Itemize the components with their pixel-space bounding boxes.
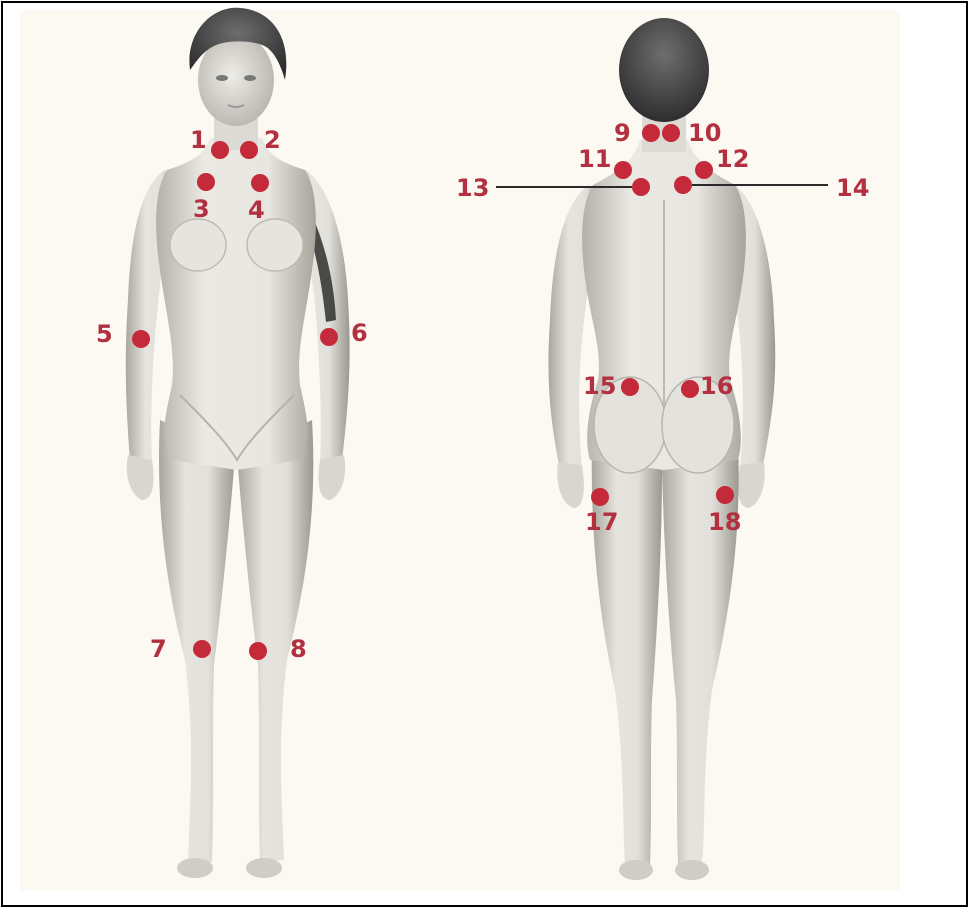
tender-point-label-15: 15: [583, 372, 616, 400]
tender-point-13: [632, 178, 650, 196]
tender-point-label-3: 3: [193, 195, 210, 223]
tender-point-12: [695, 161, 713, 179]
tender-point-label-10: 10: [688, 119, 721, 147]
back-head: [619, 18, 709, 122]
tender-point-17: [591, 488, 609, 506]
tender-point-1: [211, 141, 229, 159]
tender-point-2: [240, 141, 258, 159]
tender-point-label-2: 2: [264, 126, 281, 154]
tender-point-5: [132, 330, 150, 348]
front-right-foot: [246, 858, 282, 878]
tender-point-18: [716, 486, 734, 504]
tender-point-15: [621, 378, 639, 396]
back-right-foot: [675, 860, 709, 880]
tender-point-9: [642, 124, 660, 142]
front-left-breast: [170, 219, 226, 271]
tender-point-label-4: 4: [248, 196, 265, 224]
tender-point-label-12: 12: [716, 145, 749, 173]
tender-point-11: [614, 161, 632, 179]
tender-point-label-8: 8: [290, 635, 307, 663]
tender-point-label-16: 16: [700, 372, 733, 400]
back-left-foot: [619, 860, 653, 880]
tender-point-label-5: 5: [96, 320, 113, 348]
tender-point-10: [662, 124, 680, 142]
front-eye-right: [244, 75, 256, 81]
tender-point-14: [674, 176, 692, 194]
backdrop: [20, 10, 900, 890]
tender-point-7: [193, 640, 211, 658]
tender-point-6: [320, 328, 338, 346]
tender-point-label-6: 6: [351, 319, 368, 347]
tender-point-16: [681, 380, 699, 398]
front-torso: [156, 138, 316, 470]
front-right-breast: [247, 219, 303, 271]
tender-point-label-14: 14: [836, 174, 869, 202]
tender-point-label-9: 9: [614, 119, 631, 147]
tender-point-8: [249, 642, 267, 660]
tender-point-label-18: 18: [708, 508, 741, 536]
front-left-foot: [177, 858, 213, 878]
tender-point-label-7: 7: [150, 635, 167, 663]
tender-point-4: [251, 174, 269, 192]
tender-point-label-17: 17: [585, 508, 618, 536]
front-eye-left: [216, 75, 228, 81]
tender-point-label-1: 1: [190, 126, 207, 154]
tender-point-3: [197, 173, 215, 191]
tender-point-label-11: 11: [578, 145, 611, 173]
tender-point-label-13: 13: [456, 174, 489, 202]
